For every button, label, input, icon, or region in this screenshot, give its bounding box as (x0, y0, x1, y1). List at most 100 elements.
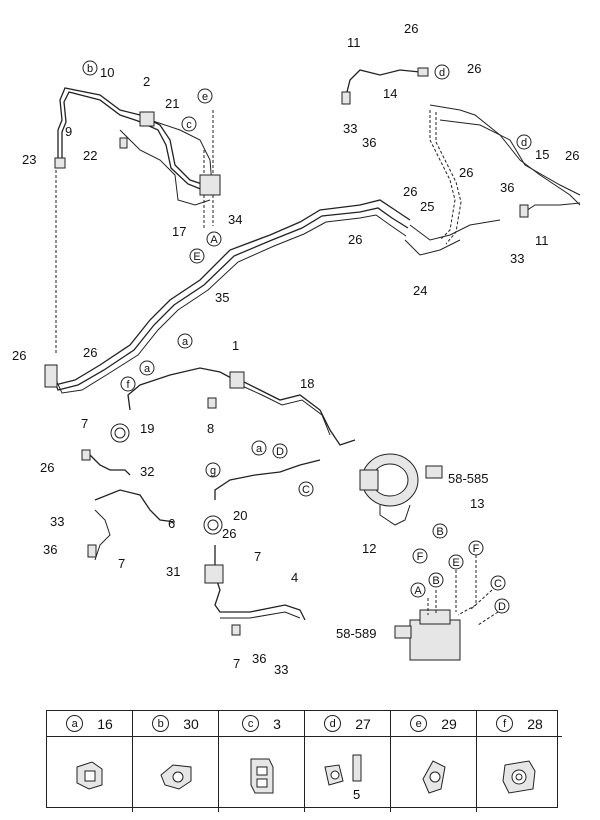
circle-e-1: e (197, 88, 213, 104)
legend-cell-a (47, 737, 133, 812)
callout-26-b: 26 (467, 61, 481, 76)
svg-text:F: F (473, 543, 480, 555)
svg-text:c: c (186, 119, 192, 131)
legend-cell-f (477, 737, 562, 812)
brake-line-diagram: 2 9 10 21 23 22 17 34 35 11 26 26 14 33 … (12, 21, 581, 677)
callout-4: 4 (291, 570, 298, 585)
callout-8: 8 (207, 421, 214, 436)
callout-10: 10 (100, 65, 114, 80)
legend-letter-e: e (410, 715, 428, 732)
bracket-17 (199, 174, 221, 196)
circle-d-2: d (516, 134, 532, 150)
bolt-7 (81, 449, 91, 461)
svg-text:e: e (202, 91, 208, 103)
legend-letter-f: f (496, 715, 514, 732)
callout-numbers: 2 9 10 21 23 22 17 34 35 11 26 26 14 33 … (12, 21, 579, 677)
svg-text:A: A (414, 585, 422, 597)
rear-brake-lines (344, 69, 581, 245)
circle-C-1: C (298, 481, 314, 497)
fitting-11-bottom (519, 204, 529, 218)
svg-text:C: C (494, 578, 502, 590)
callout-36-c: 36 (43, 542, 57, 557)
hydraulic-unit (409, 555, 499, 661)
callout-26-f: 26 (348, 232, 362, 247)
legend-cell-b (133, 737, 219, 812)
svg-text:b: b (87, 63, 93, 75)
callout-33-c: 33 (50, 514, 64, 529)
circle-E-1: E (189, 248, 205, 264)
clip-16-icon (76, 761, 103, 790)
circle-b-1: b (82, 60, 98, 76)
circle-A-1: A (206, 231, 222, 247)
callout-35: 35 (215, 290, 229, 305)
legend-cell-e (391, 737, 477, 812)
circle-a-1: a (177, 333, 193, 349)
sensor-58-589 (394, 625, 412, 639)
callout-33-b: 33 (510, 251, 524, 266)
callout-24: 24 (413, 283, 427, 298)
callout-26-d: 26 (565, 148, 579, 163)
svg-text:g: g (210, 465, 216, 477)
main-brake-line (47, 199, 501, 394)
clip-legend-table: a 16 b 30 c 3 d 27 e 29 f 28 (46, 710, 562, 812)
callout-9: 9 (65, 124, 72, 139)
legend-letter-c: c (242, 715, 260, 732)
bolt-7c (231, 624, 241, 636)
coil-19-inner (114, 427, 126, 439)
callout-26-e: 26 (403, 184, 417, 199)
circle-g-1: g (205, 462, 221, 478)
callout-32: 32 (140, 464, 154, 479)
clip-29-icon (422, 760, 446, 794)
sensor-58-585 (425, 465, 443, 479)
clip-27-icon: 5 (324, 754, 362, 802)
circle-d-1: d (434, 64, 450, 80)
circle-B-1: B (432, 523, 448, 539)
brake-booster (359, 453, 419, 526)
svg-text:D: D (498, 601, 506, 613)
fitting-14 (417, 67, 429, 77)
bolt-7b (87, 544, 97, 558)
circle-F-1: F (412, 548, 428, 564)
circle-D-1: D (272, 443, 288, 459)
svg-text:a: a (182, 336, 189, 348)
svg-text:A: A (210, 234, 218, 246)
callout-58-585: 58-585 (448, 471, 488, 486)
callout-26-j: 26 (222, 526, 236, 541)
left-hose-assembly (89, 454, 176, 561)
svg-text:E: E (452, 557, 459, 569)
svg-text:F: F (417, 551, 424, 563)
callout-31: 31 (166, 564, 180, 579)
callout-26-g: 26 (12, 348, 26, 363)
callout-15: 15 (535, 147, 549, 162)
circle-F-2: F (468, 540, 484, 556)
callout-34: 34 (228, 212, 242, 227)
callout-21: 21 (165, 96, 179, 111)
bolt-8 (207, 397, 217, 409)
svg-text:B: B (432, 575, 439, 587)
legend-sub-number-5: 5 (353, 787, 360, 802)
circle-C-2: C (490, 575, 506, 591)
circle-D-2: D (494, 598, 510, 614)
svg-text:a: a (144, 363, 151, 375)
callout-26-i: 26 (40, 460, 54, 475)
callout-33-a: 33 (343, 121, 357, 136)
coil-20-inner (207, 519, 219, 531)
legend-cell-d: 5 (305, 737, 391, 812)
legend-number-b: 30 (183, 715, 199, 732)
svg-text:B: B (436, 526, 443, 538)
callout-11-bottom: 11 (535, 233, 549, 248)
callout-12: 12 (362, 541, 376, 556)
circle-f-1: f (120, 376, 136, 392)
callout-7-d: 7 (233, 656, 240, 671)
callout-26-h: 26 (83, 345, 97, 360)
circled-callouts: b c e A E d d a a a f g D C B F A B E F … (82, 60, 532, 614)
callout-14: 14 (383, 86, 397, 101)
callout-26-c: 26 (459, 165, 473, 180)
svg-text:E: E (193, 251, 200, 263)
middle-brake-lines (110, 367, 356, 446)
callout-36-a: 36 (362, 135, 376, 150)
fitting-left-end (44, 364, 58, 388)
legend-header-b: b 30 (133, 711, 219, 737)
callout-22: 22 (83, 148, 97, 163)
callout-11-top: 11 (347, 35, 361, 50)
